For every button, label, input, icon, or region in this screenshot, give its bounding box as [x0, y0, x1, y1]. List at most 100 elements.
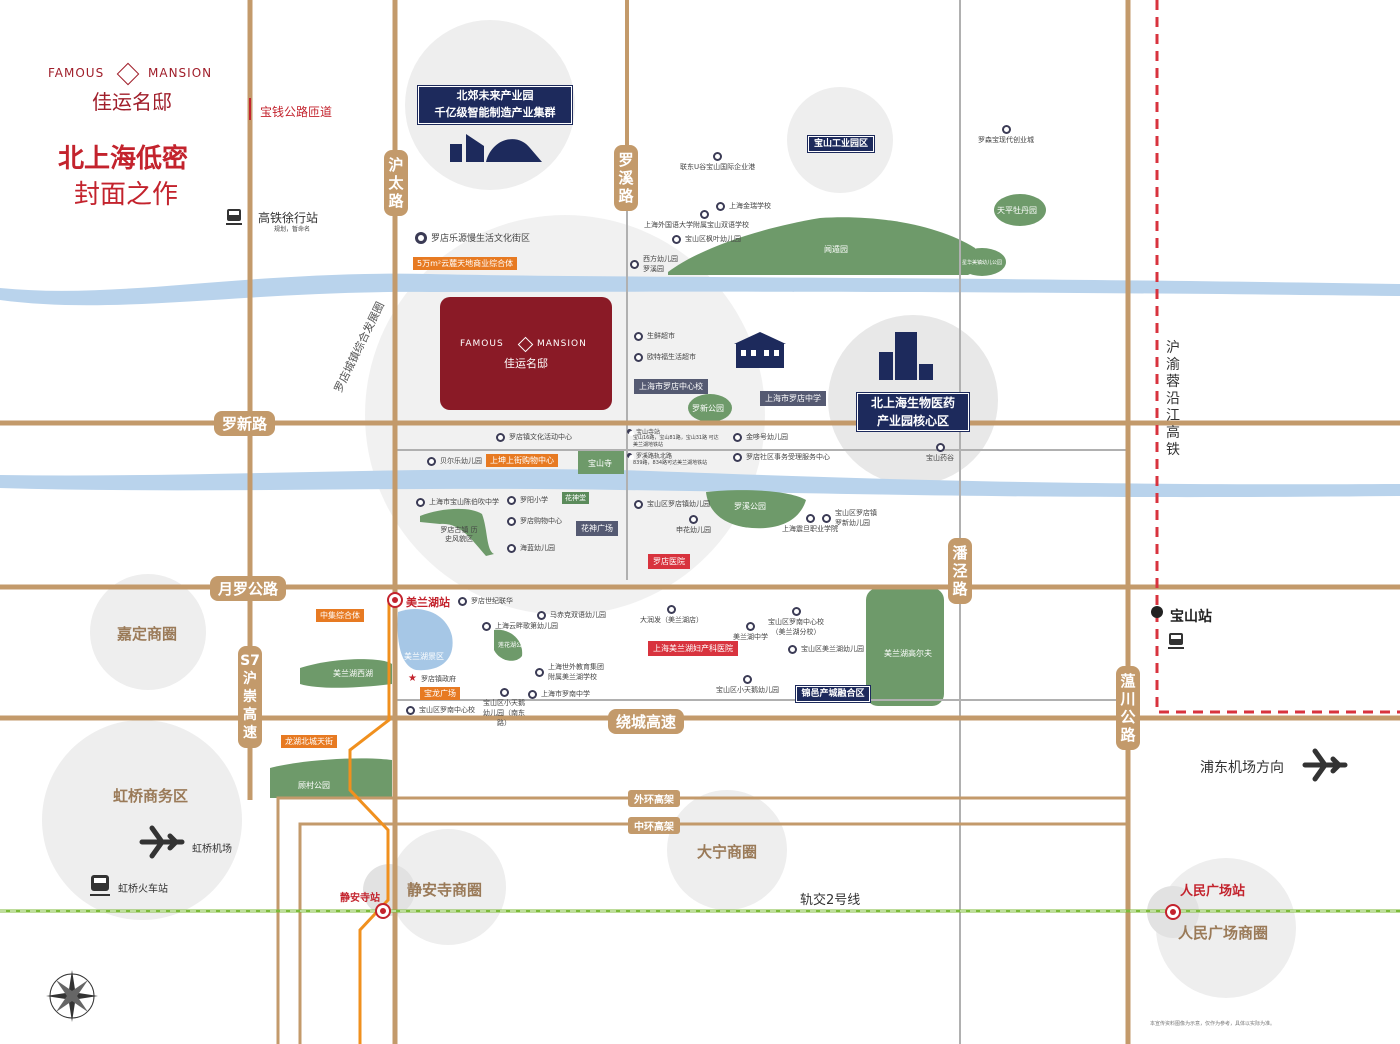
beijiao-building-icon — [450, 134, 542, 162]
side-tag-marker-icon — [249, 98, 251, 120]
poi-ancient-town: 罗店古镇 历史风貌区 — [440, 526, 478, 543]
project-card-en-left: FAMOUS — [460, 339, 504, 349]
poi-hailan[interactable]: 海蓝幼儿园 — [507, 543, 555, 553]
poi-pin-icon — [788, 644, 797, 654]
poi-luoxin-kindergarten[interactable]: 宝山区罗店镇 罗新幼儿园 — [822, 508, 877, 528]
poi-zhendan[interactable]: 上海震旦职业学院 — [782, 514, 838, 534]
baoshan-temple-shape — [578, 450, 624, 474]
poi-fengye[interactable]: 宝山区枫叶幼儿园 — [672, 234, 741, 244]
road-luoxi-label: 罗溪路 — [614, 145, 638, 211]
meilanhu-golf-shape — [866, 588, 944, 706]
poi-luonan-center[interactable]: 宝山区罗南中心校 — [406, 705, 475, 715]
hongqiao-rail-icon — [90, 875, 110, 896]
poi-luodian-kindergarten[interactable]: 宝山区罗店镇幼儿园 — [634, 499, 710, 509]
poi-luonan-meilanhu[interactable]: 宝山区罗南中心校（美兰湖分校） — [768, 607, 824, 637]
road-luoxin-label: 罗新路 — [214, 411, 276, 436]
station-xuxing-label[interactable]: 高铁徐行站 — [258, 211, 319, 225]
poi-pin-icon — [716, 201, 725, 211]
tag-luodian-middle[interactable]: 上海市罗店中学 — [760, 391, 826, 406]
poi-luosen[interactable]: 罗森宝现代创业城 — [978, 125, 1034, 145]
road-raocheng-label: 绕城高速 — [608, 709, 685, 734]
poi-pin-icon — [746, 622, 755, 631]
tag-meilanhu-hospital[interactable]: 上海美兰湖妇产科医院 — [648, 641, 738, 656]
district-peoples-square: 人民广场商圈 — [1178, 924, 1269, 942]
poi-chenbochui[interactable]: 上海市宝山陈伯吹中学 — [416, 497, 499, 507]
poi-century-lianhua[interactable]: 罗店世纪联华 — [458, 596, 513, 606]
poi-jinduohao[interactable]: 金哆号幼儿园 — [733, 432, 788, 442]
poi-shanghai-foreign[interactable]: 上海外国语大学附属宝山双语学校 — [644, 210, 749, 230]
park-lianlin: 莲花湖公园 — [498, 642, 529, 649]
poi-luoxi-guibei[interactable]: 罗溪路轨北路 — [627, 451, 672, 460]
poi-pin-icon — [496, 432, 505, 442]
poi-pin-icon — [535, 667, 544, 677]
poi-town-government[interactable]: ★罗店镇政府 — [408, 673, 456, 684]
tag-luodian-hospital[interactable]: 罗店医院 — [648, 554, 690, 569]
poi-luodian-shopping[interactable]: 罗店购物中心 — [507, 516, 562, 526]
poi-luoyang[interactable]: 罗阳小学 — [507, 495, 548, 505]
road-yueluo-label: 月罗公路 — [210, 576, 287, 601]
poi-luonan-middle[interactable]: 上海市罗南中学 — [528, 689, 590, 699]
poi-pin-icon — [627, 429, 634, 436]
station-baoshan-label[interactable]: 宝山站 — [1170, 609, 1212, 625]
poi-pin-icon — [733, 452, 742, 462]
hongqiao-circle — [42, 720, 242, 920]
beijiao-box[interactable]: 北郊未来产业园 千亿级智能制造产业集群 — [417, 85, 573, 125]
brand-en-right: MANSION — [148, 66, 213, 80]
poi-yunpan[interactable]: 上海云畔歌第幼儿园 — [482, 621, 558, 631]
poi-xifang[interactable]: 西方幼儿园 罗溪园 — [630, 254, 679, 274]
tag-commercial[interactable]: 5万m²云麓天地商业综合体 — [413, 257, 518, 270]
poi-pin-icon — [733, 432, 742, 442]
poi-meilanhu-middle[interactable]: 美兰湖中学 — [733, 622, 768, 642]
station-jingansi-label[interactable]: 静安寺站 — [340, 893, 380, 904]
river-south — [0, 469, 1400, 498]
poi-baoshansi-station[interactable]: 宝山寺站 — [627, 427, 660, 436]
poi-baoshan-yaogu[interactable]: 宝山药谷 — [926, 443, 954, 463]
poi-xiaotiane[interactable]: 宝山区小天鹅幼儿园 — [716, 675, 779, 695]
poi-beierle[interactable]: 贝尔乐幼儿园 — [427, 456, 482, 466]
tag-longhu[interactable]: 龙湖北城天街 — [281, 735, 337, 748]
park-wenqiao: 闻遁园 — [824, 245, 848, 254]
meilanhu-lake-shape — [397, 609, 453, 671]
district-jingan: 静安寺商圈 — [407, 881, 483, 899]
poi-shenhua[interactable]: 申花幼儿园 — [676, 515, 711, 535]
hongqiao-rail-label: 虹桥火车站 — [118, 884, 168, 895]
poi-maozhike[interactable]: 马赤克双语幼儿园 — [537, 610, 606, 620]
station-jingansi-marker — [375, 903, 391, 919]
jinyi-box[interactable]: 锦邑产城融合区 — [795, 685, 871, 703]
road-waihuan — [276, 796, 1128, 1044]
baoshan-industry-box[interactable]: 宝山工业园区 — [807, 135, 875, 153]
poi-xiaotiane-south[interactable]: 宝山区小天鹅 幼儿园（南东路） — [480, 688, 528, 728]
tag-zhongji[interactable]: 中集综合体 — [316, 609, 364, 622]
poi-oute[interactable]: 欧特福生活超市 — [634, 352, 696, 362]
road-hutai-label: 沪太路 — [384, 150, 408, 216]
hongqiao-airport-icon — [139, 825, 185, 859]
poi-leyuan[interactable]: 罗店乐源慢生活文化街区 — [415, 231, 530, 244]
poi-pin-icon — [791, 607, 801, 616]
poi-lianlong[interactable]: 联东U谷宝山国际企业港 — [680, 152, 755, 172]
poi-fresh-market[interactable]: 生鲜超市 — [634, 331, 675, 341]
district-daning: 大宁商圈 — [697, 843, 758, 861]
biomed-line1: 北上海生物医药 — [870, 396, 955, 410]
tag-luodian-center-school[interactable]: 上海市罗店中心校 — [634, 379, 708, 394]
poi-service-center[interactable]: 罗店社区事务受理服务中心 — [733, 452, 830, 462]
park-gucun: 顾村公园 — [298, 781, 330, 790]
district-jiading: 嘉定商圈 — [117, 625, 178, 643]
station-meilanhu-label[interactable]: 美兰湖站 — [406, 596, 450, 609]
poi-shiwai[interactable]: 上海世外教育集团 附属美兰湖学校 — [535, 662, 606, 682]
poi-culture-center[interactable]: 罗店镇文化活动中心 — [496, 432, 572, 442]
project-card[interactable]: FAMOUS MANSION 佳运名邸 — [440, 297, 612, 410]
poi-jinrui[interactable]: 上海金瑞学校 — [716, 201, 771, 211]
tag-huashen[interactable]: 花神广场 — [576, 521, 618, 536]
tag-shopping-center[interactable]: 上坤上街购物中心 — [486, 454, 558, 467]
daning-circle — [667, 790, 787, 910]
poi-meilanhu-kindergarten[interactable]: 宝山区美兰湖幼儿园 — [788, 644, 864, 654]
station-peoples-label[interactable]: 人民广场站 — [1180, 884, 1246, 899]
tag-huashen-small: 花神堂 — [562, 492, 589, 504]
school-building-icon — [734, 332, 786, 368]
tag-baolong[interactable]: 宝龙广场 — [420, 687, 460, 700]
small-park-shape — [958, 248, 1006, 276]
jingan-circle — [390, 829, 506, 945]
biomed-box[interactable]: 北上海生物医药 产业园核心区 — [856, 392, 970, 432]
poi-rt-mart[interactable]: 大润发（美兰湖店） — [640, 605, 703, 625]
poi-pin-icon — [1001, 125, 1011, 134]
